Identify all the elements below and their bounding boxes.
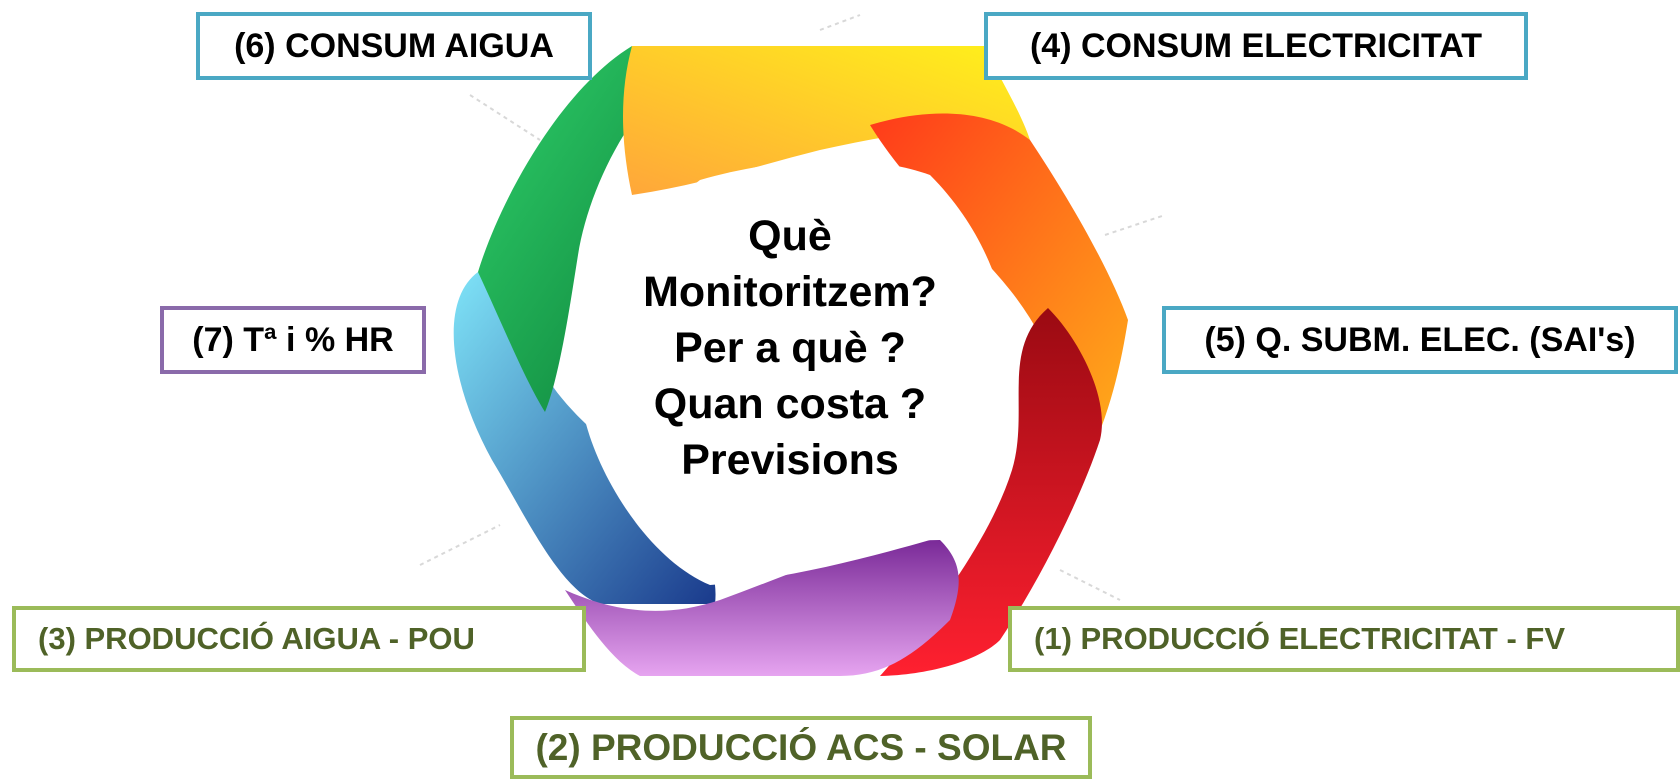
- background-dashes: [419, 14, 1166, 601]
- hexagon-ring: [453, 46, 1128, 676]
- center-line: Per a què ?: [674, 324, 906, 372]
- center-line: Quan costa ?: [653, 380, 927, 428]
- label-text: (4) CONSUM ELECTRICITAT: [1029, 26, 1483, 65]
- label-produccio-electricitat-fv: (1) PRODUCCIÓ ELECTRICITAT - FV: [1008, 606, 1680, 672]
- label-text: (5) Q. SUBM. ELEC. (SAI's): [1204, 320, 1636, 359]
- label-q-subm-elec: (5) Q. SUBM. ELEC. (SAI's): [1162, 306, 1678, 374]
- label-text: (6) CONSUM AIGUA: [234, 26, 554, 65]
- label-text: (3) PRODUCCIÓ AIGUA - POU: [38, 621, 475, 656]
- ring-segment-yellow: [623, 46, 1030, 195]
- ring-segment-red: [880, 308, 1102, 676]
- label-consum-aigua: (6) CONSUM AIGUA: [196, 12, 592, 80]
- label-produccio-acs-solar: (2) PRODUCCIÓ ACS - SOLAR: [510, 716, 1092, 779]
- center-line: Previsions: [681, 436, 899, 484]
- label-text: (2) PRODUCCIÓ ACS - SOLAR: [535, 726, 1067, 768]
- center-line: Què: [748, 212, 832, 260]
- ring-segment-purple: [565, 540, 959, 676]
- label-text: (7) Tª i % HR: [192, 320, 394, 359]
- label-temperatura-humitat: (7) Tª i % HR: [160, 306, 426, 374]
- label-consum-electricitat: (4) CONSUM ELECTRICITAT: [984, 12, 1528, 80]
- ring-segment-green: [478, 46, 712, 412]
- label-text: (1) PRODUCCIÓ ELECTRICITAT - FV: [1034, 621, 1565, 656]
- ring-center: [584, 160, 1010, 585]
- center-line: Monitoritzem?: [643, 268, 937, 316]
- label-produccio-aigua-pou: (3) PRODUCCIÓ AIGUA - POU: [12, 606, 586, 672]
- center-question-text: Què Monitoritzem? Per a què ? Quan costa…: [595, 208, 985, 488]
